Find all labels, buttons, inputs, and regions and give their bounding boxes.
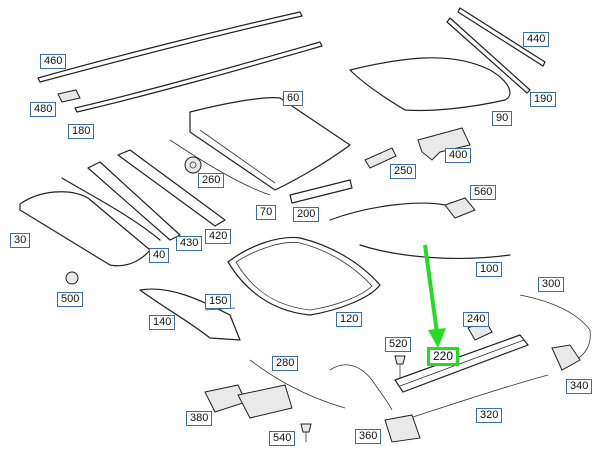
part-280-cable — [249, 359, 346, 409]
part-320-cable — [409, 374, 549, 419]
label-240[interactable]: 240 — [463, 312, 490, 327]
label-260[interactable]: 260 — [198, 173, 225, 188]
part-480-clip — [57, 89, 81, 103]
part-430-strip — [87, 161, 181, 241]
part-180-rail — [74, 41, 323, 113]
part-460-rail — [37, 11, 303, 83]
part-drain-hose — [329, 364, 393, 411]
label-440[interactable]: 440 — [523, 32, 550, 47]
part-120-seal — [227, 236, 381, 316]
label-70[interactable]: 70 — [256, 205, 277, 220]
part-400-bracket — [417, 127, 471, 161]
label-420[interactable]: 420 — [205, 229, 232, 244]
part-500-grommet — [65, 271, 79, 285]
part-360-bracket — [384, 414, 421, 443]
part-100-frame — [329, 202, 511, 259]
label-280[interactable]: 280 — [272, 356, 299, 371]
label-360[interactable]: 360 — [355, 429, 382, 444]
label-320[interactable]: 320 — [476, 408, 503, 423]
label-60[interactable]: 60 — [283, 91, 304, 106]
part-250-bracket — [364, 147, 397, 169]
part-420-strip — [117, 149, 226, 227]
part-140-frame — [139, 288, 241, 341]
part-560-bracket — [444, 197, 476, 219]
part-340-bracket — [551, 344, 581, 371]
label-90[interactable]: 90 — [492, 111, 513, 126]
label-480[interactable]: 480 — [30, 102, 57, 117]
label-500[interactable]: 500 — [57, 292, 84, 307]
part-40-seal — [61, 177, 161, 241]
label-190[interactable]: 190 — [530, 92, 557, 107]
label-120[interactable]: 120 — [336, 312, 363, 327]
part-440-rail — [457, 7, 546, 67]
label-380[interactable]: 380 — [186, 411, 213, 426]
label-100[interactable]: 100 — [476, 262, 503, 277]
label-540[interactable]: 540 — [269, 431, 296, 446]
label-340[interactable]: 340 — [566, 379, 593, 394]
label-180[interactable]: 180 — [68, 124, 95, 139]
highlight-arrow — [423, 244, 439, 334]
label-460[interactable]: 460 — [40, 54, 67, 69]
part-70-edge — [169, 139, 271, 196]
part-300-cable — [519, 294, 591, 361]
label-560[interactable]: 560 — [470, 185, 497, 200]
part-190-rail — [446, 17, 531, 94]
label-140[interactable]: 140 — [149, 315, 176, 330]
label-150[interactable]: 150 — [205, 294, 232, 309]
part-90-glass — [349, 57, 511, 112]
part-520-screw — [394, 355, 406, 365]
label-520[interactable]: 520 — [385, 337, 412, 352]
label-200[interactable]: 200 — [293, 207, 320, 222]
part-220-rail — [394, 334, 529, 393]
label-430[interactable]: 430 — [176, 236, 203, 251]
part-60-panel — [189, 97, 351, 191]
label-30[interactable]: 30 — [10, 233, 31, 248]
label-250[interactable]: 250 — [390, 164, 417, 179]
label-220-highlighted[interactable]: 220 — [427, 347, 460, 366]
part-200-deflector — [289, 179, 353, 204]
label-40[interactable]: 40 — [149, 248, 170, 263]
part-540-screw — [300, 423, 312, 433]
label-400[interactable]: 400 — [445, 148, 472, 163]
part-260-grommet — [184, 156, 202, 174]
label-300[interactable]: 300 — [538, 277, 565, 292]
part-30-glass — [19, 191, 151, 267]
